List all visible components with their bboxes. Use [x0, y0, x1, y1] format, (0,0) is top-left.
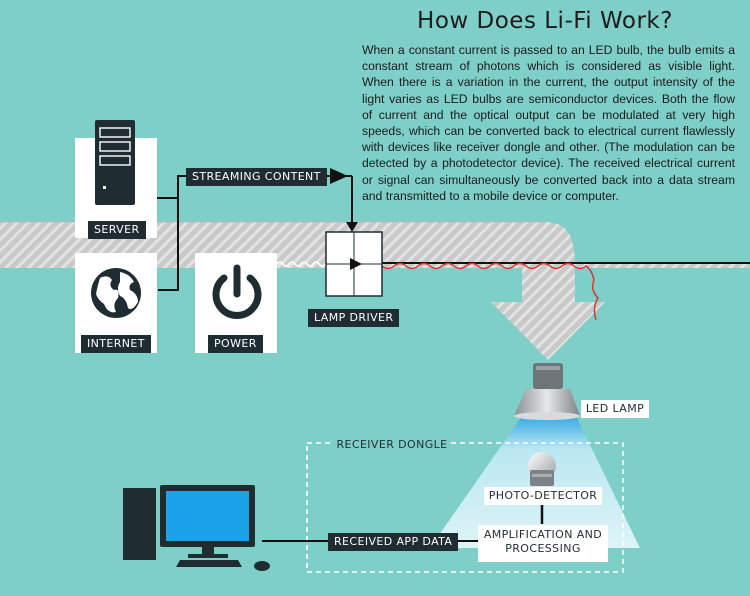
server-tower-icon — [95, 120, 135, 205]
led-lamp-label: LED LAMP — [581, 400, 649, 418]
receiver-dongle-box — [306, 442, 624, 573]
amplification-label-line2: PROCESSING — [505, 542, 581, 555]
receiver-dongle-label: RECEIVER DONGLE — [333, 436, 451, 454]
description-text: When a constant current is passed to an … — [362, 43, 735, 203]
lamp-driver-label: LAMP DRIVER — [308, 309, 400, 327]
server-label: SERVER — [88, 221, 146, 239]
power-icon — [212, 264, 262, 319]
received-app-data-label: RECEIVED APP DATA — [328, 533, 459, 551]
power-label: POWER — [208, 335, 263, 353]
signal-wire — [381, 262, 599, 321]
internet-label: INTERNET — [81, 335, 151, 353]
globe-icon — [91, 268, 141, 318]
power-coil — [276, 261, 326, 267]
downward-arrow — [491, 264, 605, 360]
amplification-processing-label: AMPLIFICATION AND PROCESSING — [478, 525, 608, 562]
streaming-content-label: STREAMING CONTENT — [186, 168, 327, 186]
page-title: How Does Li-Fi Work? — [417, 8, 673, 34]
photo-detector-label: PHOTO-DETECTOR — [484, 487, 602, 505]
desktop-computer-icon — [123, 485, 270, 571]
led-lamp-icon — [514, 363, 580, 420]
photo-detector-icon — [528, 452, 556, 486]
amplification-label-line1: AMPLIFICATION AND — [483, 528, 603, 541]
